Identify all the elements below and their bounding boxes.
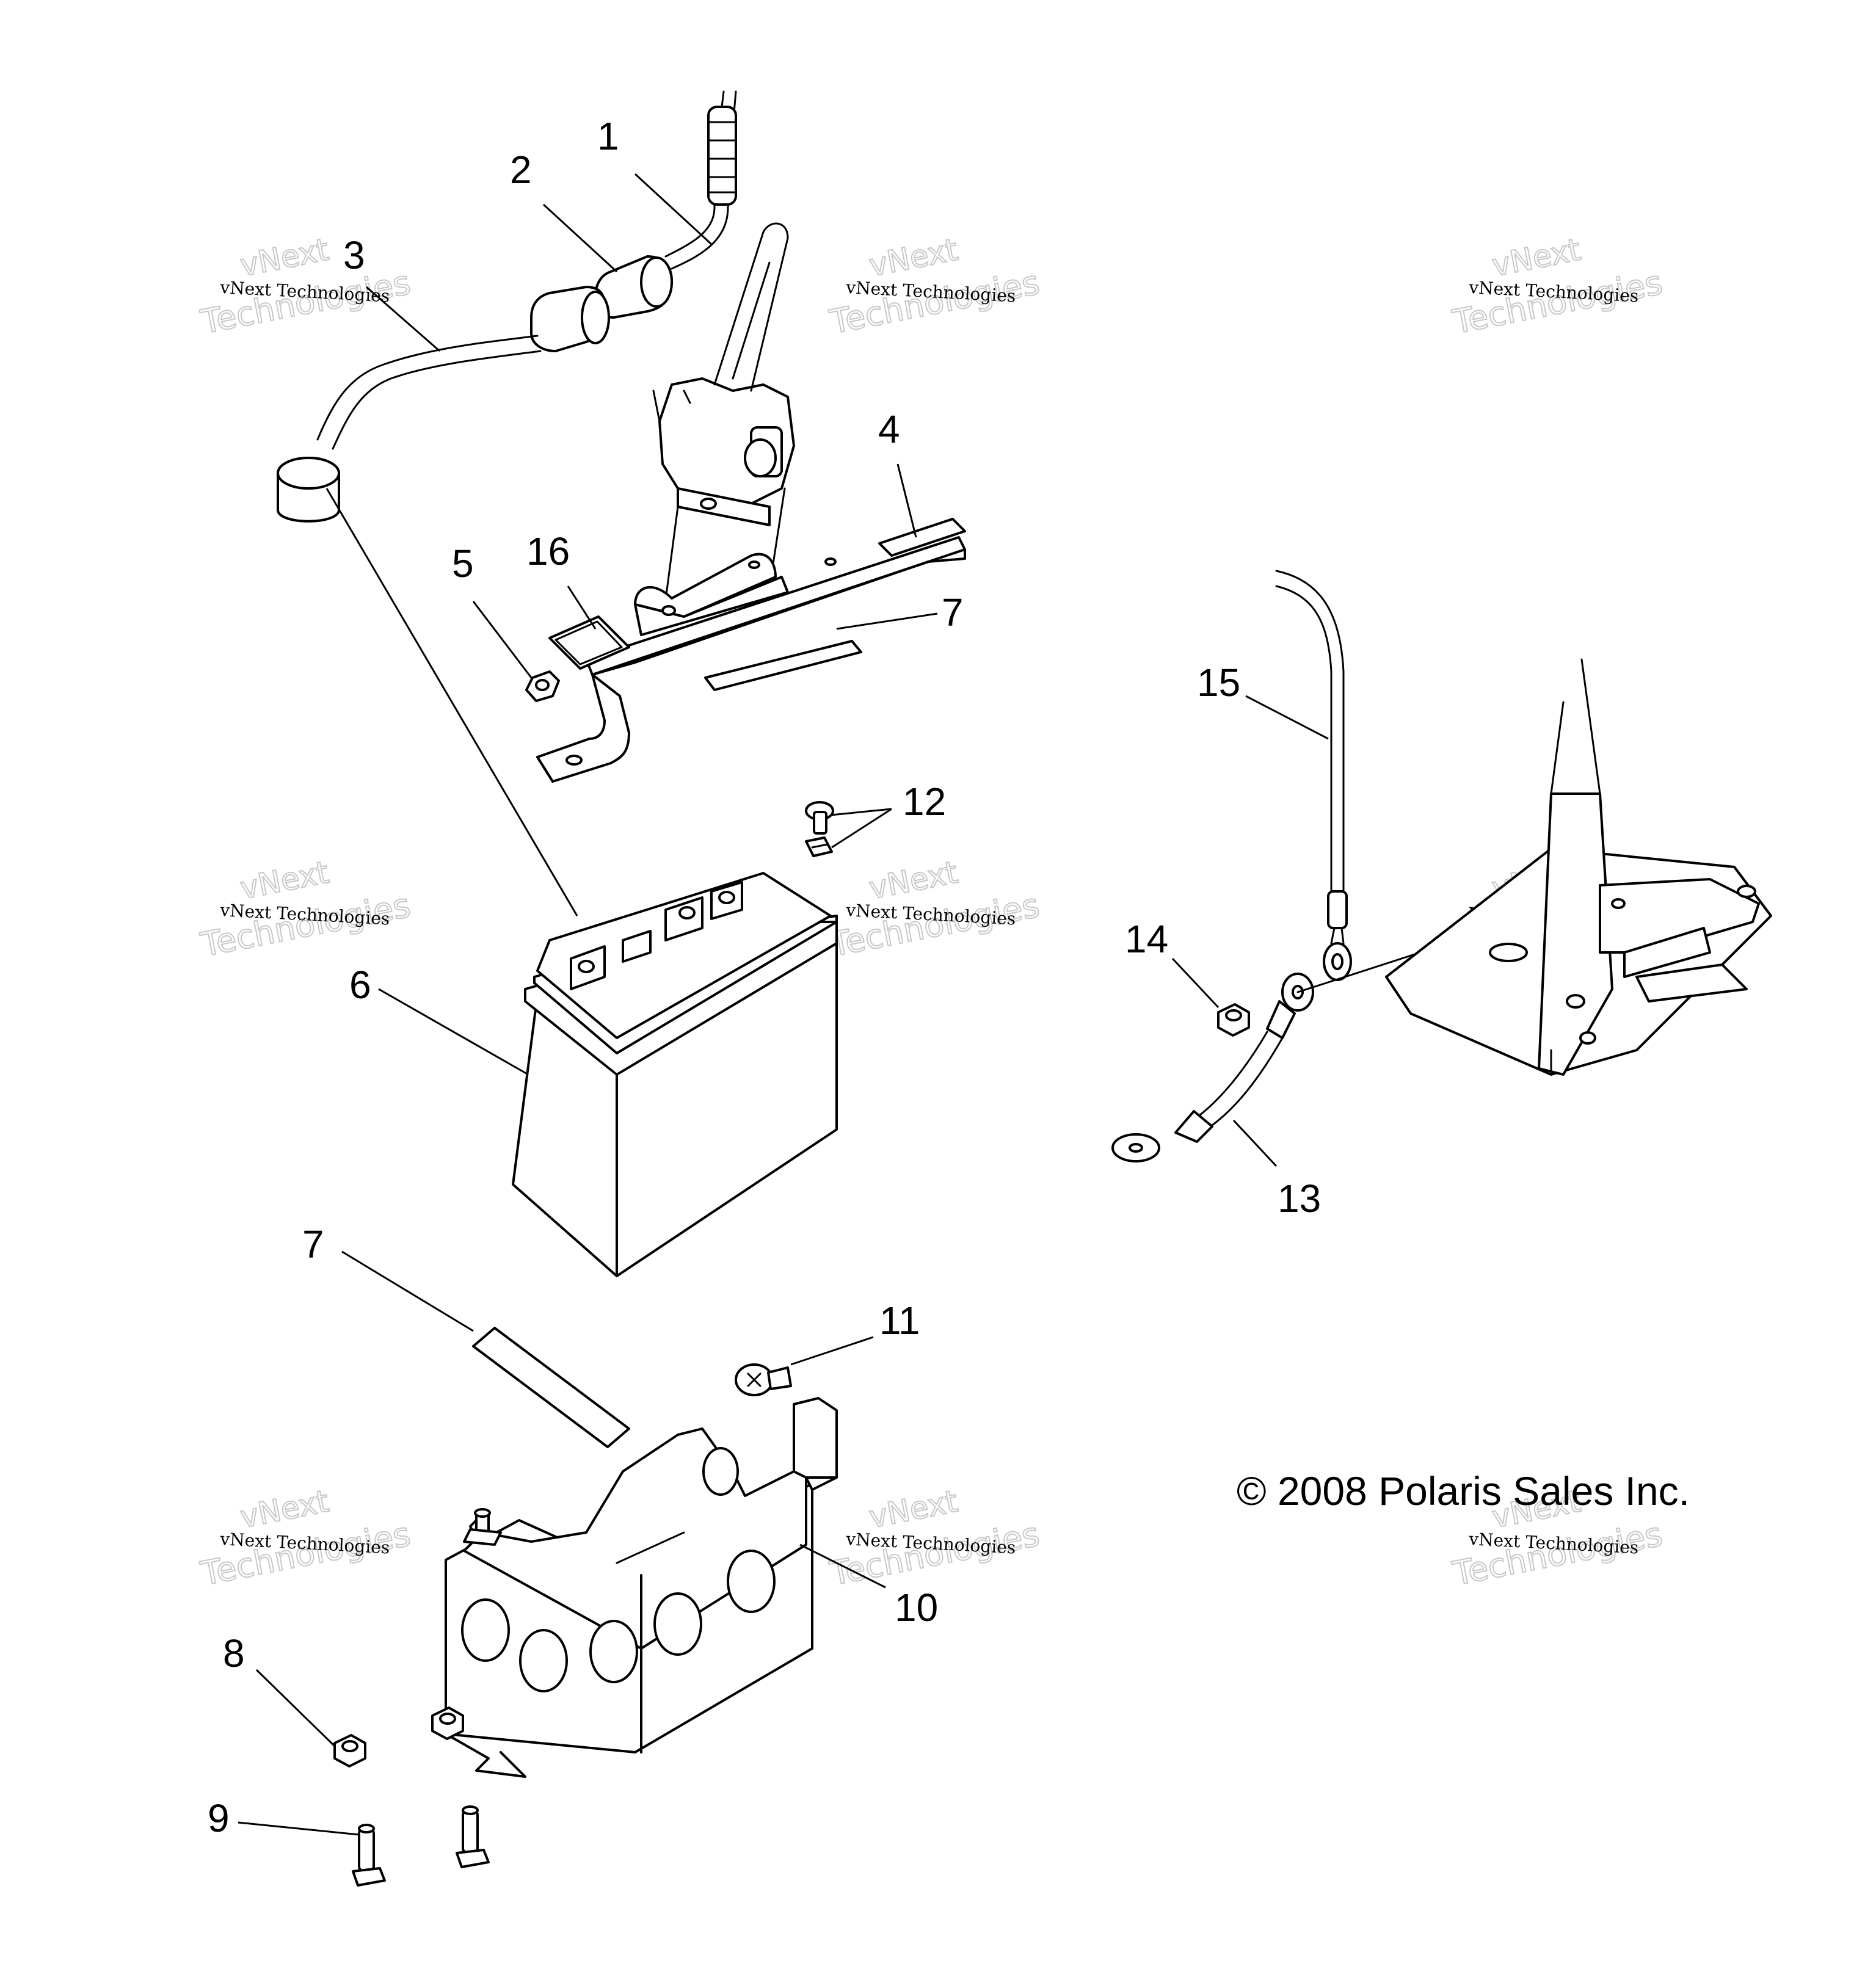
callout-1: 1 — [597, 114, 619, 158]
leader-11 — [790, 1336, 874, 1366]
leader-2 — [542, 203, 618, 273]
svg-text:vNext: vNext — [867, 232, 961, 284]
copyright-notice: © 2008 Polaris Sales Inc. — [1237, 1468, 1690, 1514]
svg-text:vNext: vNext — [238, 232, 332, 284]
part-11-screw — [735, 1363, 792, 1396]
svg-text:vNext: vNext — [867, 1484, 961, 1536]
part-1-battery-cable — [664, 90, 737, 270]
part-8-nut — [333, 1734, 366, 1768]
callout-12: 12 — [903, 780, 946, 824]
part-5-nut — [525, 670, 560, 702]
leader-7-top — [836, 612, 938, 630]
svg-text:vNext: vNext — [867, 855, 961, 907]
leader-10 — [799, 1543, 886, 1589]
part-7-bottom-strip — [472, 1327, 630, 1448]
leader-lines — [238, 173, 1329, 1836]
part-15-cable — [1275, 570, 1352, 981]
callout-2: 2 — [510, 148, 532, 192]
part-3-cable — [277, 286, 610, 523]
leader-12-clip — [831, 808, 892, 849]
leader-15 — [1245, 695, 1329, 740]
callout-4: 4 — [878, 407, 900, 451]
leader-5 — [472, 601, 533, 678]
leader-3-to-battery — [325, 488, 578, 916]
leader-13 — [1232, 1119, 1278, 1167]
callout-15: 15 — [1197, 661, 1240, 705]
part-7-top-strip — [704, 640, 862, 691]
part-2-terminal-boot — [594, 255, 673, 319]
callout-11: 11 — [879, 1299, 920, 1343]
leader-6 — [378, 988, 529, 1076]
callout-5: 5 — [452, 542, 474, 586]
callout-6: 6 — [349, 963, 371, 1007]
svg-text:vNext: vNext — [1489, 232, 1583, 284]
frame-section — [1385, 658, 1772, 1076]
part-4-hold-down-bracket — [536, 518, 966, 783]
part-16-pad — [548, 615, 630, 670]
leader-9 — [238, 1821, 360, 1836]
svg-text:vNext: vNext — [238, 1484, 332, 1536]
part-9-bolt — [352, 1824, 386, 1887]
leader-4 — [896, 463, 917, 538]
callout-labels: 1 2 3 4 5 16 7 12 6 7 11 10 8 9 15 14 13 — [208, 114, 1321, 1840]
leader-12-bolt — [830, 808, 892, 816]
callout-8: 8 — [223, 1631, 245, 1675]
callout-10: 10 — [895, 1586, 938, 1630]
callout-7-top: 7 — [942, 590, 964, 634]
callout-16: 16 — [526, 529, 570, 573]
part-10-battery-tray — [445, 1397, 838, 1778]
part-6-battery — [512, 872, 838, 1277]
leader-3 — [366, 286, 440, 352]
solenoid-assembly — [652, 222, 795, 624]
part-8-nut-installed — [431, 1706, 464, 1740]
callout-9: 9 — [208, 1796, 230, 1840]
leader-1 — [634, 173, 713, 245]
callout-3: 3 — [343, 233, 365, 277]
part-9-bolt-installed — [456, 1805, 490, 1868]
leader-14 — [1171, 957, 1220, 1009]
callout-14: 14 — [1125, 917, 1168, 961]
leader-7-bottom — [341, 1250, 474, 1332]
part-12-bolt-and-clip — [805, 801, 834, 857]
svg-text:vNext: vNext — [238, 855, 332, 907]
leader-8 — [255, 1669, 336, 1747]
leader-16 — [567, 586, 597, 629]
part-14-nut — [1217, 1003, 1250, 1037]
callout-7-bottom: 7 — [302, 1222, 324, 1266]
watermark-group: vNext Technologies vNext Technologies vN… — [197, 231, 1667, 1594]
callout-13: 13 — [1278, 1177, 1321, 1220]
